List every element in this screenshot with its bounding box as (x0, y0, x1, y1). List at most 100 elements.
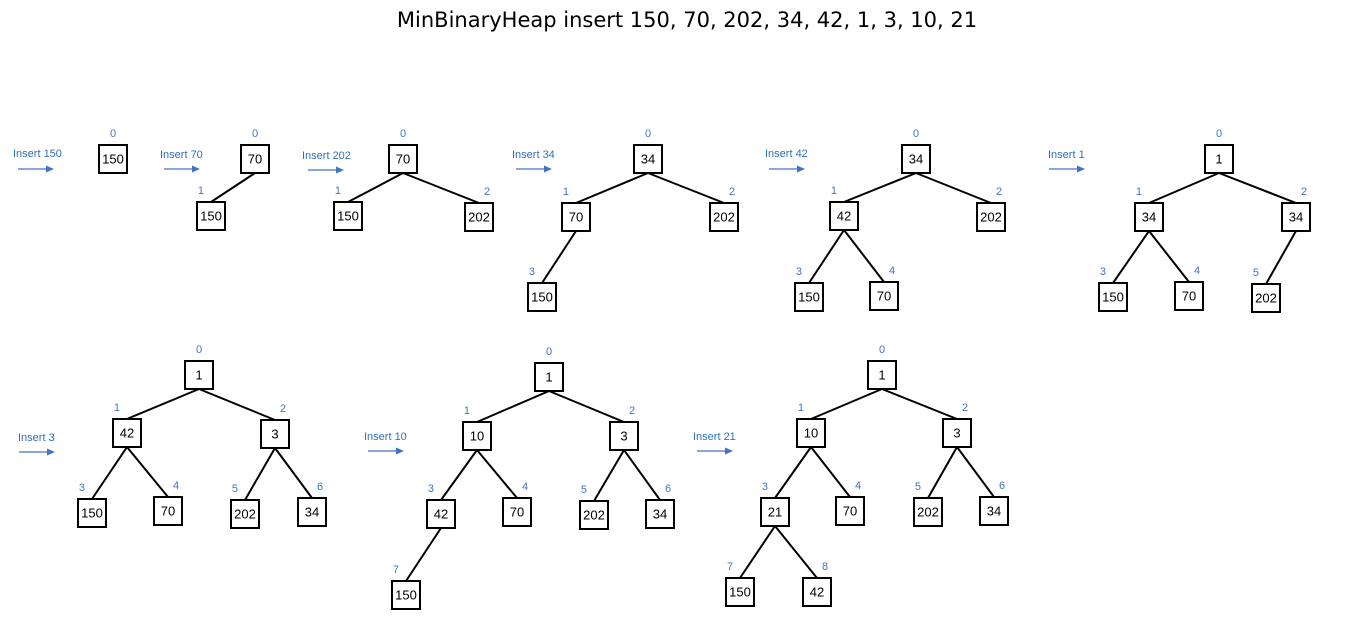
heap-node: 342 (1281, 186, 1311, 232)
node-box (230, 499, 260, 529)
arrow-right-icon (19, 448, 55, 456)
index-label: 3 (79, 482, 85, 494)
index-label: 6 (317, 481, 323, 493)
index-label: 4 (173, 480, 179, 492)
node-value: 150 (1102, 290, 1124, 305)
node-box (561, 202, 591, 232)
tree-edge (808, 229, 845, 284)
tree-edge (1112, 230, 1150, 284)
node-box (426, 499, 456, 529)
heap-node: 701 (561, 186, 591, 232)
page-title: MinBinaryHeap insert 150, 70, 202, 34, 4… (397, 8, 977, 32)
node-value: 202 (980, 210, 1002, 225)
heap-node: 340 (901, 128, 931, 174)
node-box (153, 496, 183, 526)
tree-edge (915, 172, 992, 204)
tree-edge (548, 390, 625, 423)
index-label: 6 (999, 480, 1005, 492)
tree-edge (476, 449, 518, 499)
arrow-right-icon (308, 166, 344, 174)
node-box (760, 497, 790, 527)
node-box (240, 144, 270, 174)
node-value: 10 (804, 426, 818, 441)
node-box (1098, 282, 1128, 312)
index-label: 0 (879, 344, 885, 356)
index-label: 7 (393, 564, 399, 576)
node-value: 3 (620, 429, 627, 444)
heap-node: 340 (633, 128, 663, 174)
node-value: 202 (1255, 291, 1277, 306)
tree-edge (198, 388, 276, 421)
node-value: 42 (837, 209, 851, 224)
node-value: 34 (909, 152, 923, 167)
index-label: 7 (727, 561, 733, 573)
node-box (796, 418, 826, 448)
node-box (609, 421, 639, 451)
tree-edge (244, 447, 276, 501)
tree-edge (274, 447, 313, 499)
tree-edge (1265, 230, 1297, 285)
node-box (913, 497, 943, 527)
heap-node: 10 (1204, 128, 1234, 174)
node-box (901, 144, 931, 174)
node-box (869, 281, 899, 311)
tree-edge (210, 172, 256, 203)
heap-node: 101 (796, 402, 826, 448)
heap-node: 346 (645, 483, 675, 529)
tree-edge (843, 172, 917, 203)
node-box (391, 580, 421, 610)
index-label: 8 (822, 561, 828, 573)
tree-edge (843, 229, 885, 283)
node-box (527, 282, 557, 312)
tree-edge (927, 446, 958, 499)
index-label: 3 (762, 481, 768, 493)
tree-edge (541, 230, 577, 284)
index-label: 0 (645, 128, 651, 140)
index-label: 5 (232, 483, 238, 495)
index-label: 3 (428, 483, 434, 495)
index-label: 3 (1100, 266, 1106, 278)
node-box (976, 202, 1006, 232)
tree-edge (810, 446, 851, 498)
insert-label: Insert 3 (18, 432, 55, 444)
node-value: 70 (248, 152, 262, 167)
heap-node: 421 (829, 185, 859, 231)
heap-node: 341 (1134, 186, 1164, 232)
node-value: 202 (713, 210, 735, 225)
index-label: 3 (796, 266, 802, 278)
node-value: 202 (468, 210, 490, 225)
node-box (579, 500, 609, 530)
index-label: 0 (1216, 128, 1222, 140)
node-value: 1 (878, 368, 885, 383)
heap-node: 346 (297, 481, 327, 527)
node-value: 1 (195, 368, 202, 383)
node-value: 150 (337, 209, 359, 224)
node-value: 42 (810, 585, 824, 600)
index-label: 2 (996, 186, 1002, 198)
arrow-right-icon (697, 447, 733, 455)
node-value: 150 (798, 290, 820, 305)
node-value: 34 (1289, 210, 1303, 225)
node-value: 10 (470, 429, 484, 444)
node-box (333, 201, 363, 231)
heap-node: 423 (426, 483, 456, 529)
node-box (1174, 281, 1204, 311)
node-box (867, 360, 897, 390)
heap-node: 700 (240, 128, 270, 174)
node-box (835, 496, 865, 526)
node-value: 202 (234, 507, 256, 522)
heap-node: 704 (1174, 265, 1204, 311)
